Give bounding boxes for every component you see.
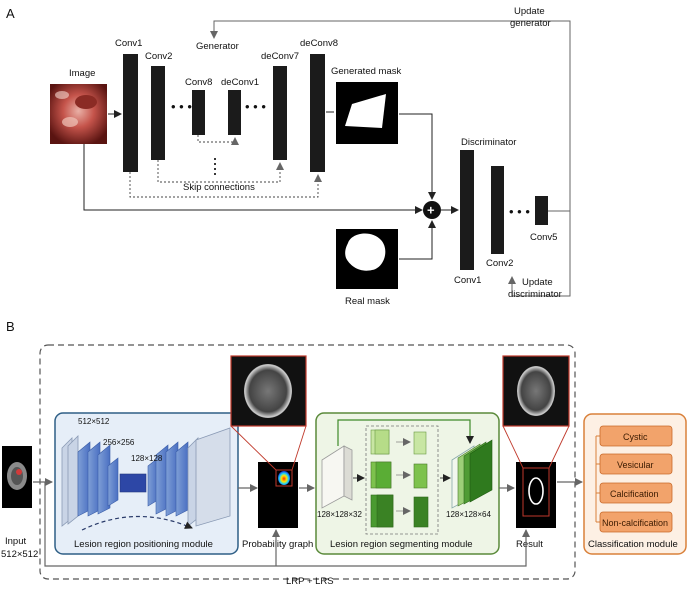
class-calcification-box (599, 482, 673, 504)
gen-conv2-label: Conv2 (145, 51, 172, 62)
panel-a-tag: A (6, 6, 15, 21)
dim-seg-out-label: 128×128×64 (446, 510, 491, 519)
dim-seg-in-label: 128×128×32 (317, 510, 362, 519)
prob-zoom-line-right (291, 425, 307, 471)
gen-ellipsis-1: • • • (171, 99, 192, 114)
update-generator-line1: Update (514, 6, 545, 17)
class-cystic-label: Cystic (623, 432, 648, 442)
disc-conv2-label: Conv2 (486, 258, 513, 269)
gen-conv1-label: Conv1 (115, 38, 142, 49)
gen-deconv8-bar (310, 54, 325, 172)
lrp-lrs-frame (39, 344, 576, 580)
segmenting-module-label: Lesion region segmenting module (330, 539, 473, 550)
gen-deconv1-label: deConv1 (221, 77, 259, 88)
result-contour (528, 477, 544, 505)
disc-conv5-label: Conv5 (530, 232, 557, 243)
dim-128-label: 128×128 (131, 454, 163, 463)
class-cystic-box (599, 425, 673, 447)
positioning-module-label: Lesion region positioning module (74, 539, 213, 550)
prob-graph-image (258, 462, 298, 528)
gen-conv8-bar (192, 90, 205, 135)
realmask-to-sum-arrow (399, 220, 436, 260)
result-label: Result (516, 539, 543, 550)
update-discriminator-arrow (508, 211, 571, 297)
positioning-network (61, 427, 231, 531)
class-noncalcification-label: Non-calcification (602, 518, 668, 528)
generated-mask-label: Generated mask (331, 66, 401, 77)
input-ct-image (2, 446, 32, 508)
image-to-sum-arrow (83, 144, 423, 214)
update-discriminator-line1: Update (522, 277, 553, 288)
result-image (516, 462, 556, 528)
disc-conv2-bar (491, 166, 504, 254)
result-zoom-ct (517, 366, 555, 416)
update-generator-line2: generator (510, 18, 551, 29)
disc-conv1-bar (460, 150, 474, 270)
prob-crop-marker (275, 469, 293, 487)
result-zoom-line-right (548, 425, 570, 469)
image-label: Image (69, 68, 95, 79)
gen-ellipsis-2: • • • (245, 99, 266, 114)
class-calcification-label: Calcification (610, 489, 659, 499)
endoscopic-image (50, 84, 107, 144)
gen-deconv8-label: deConv8 (300, 38, 338, 49)
prob-heatmap (278, 471, 290, 485)
segmenting-network (321, 419, 493, 535)
gen-conv1-bar (123, 54, 138, 172)
dim-512-label: 512×512 (78, 417, 110, 426)
probability-graph-label: Probability graph (242, 539, 313, 550)
real-mask-shape (345, 233, 386, 271)
update-generator-arrow (210, 20, 571, 212)
classification-module-label: Classification module (588, 539, 678, 550)
concat-node (423, 201, 441, 219)
gen-conv2-bar (151, 66, 165, 160)
class-vesicular-label: Vesicular (617, 460, 654, 470)
generated-mask-shape (345, 94, 386, 128)
disc-conv1-label: Conv1 (454, 275, 481, 286)
gen-deconv7-bar (273, 66, 287, 160)
discriminator-label: Discriminator (461, 137, 516, 148)
class-vesicular-box (599, 453, 673, 475)
dim-256-label: 256×256 (103, 438, 135, 447)
generator-label: Generator (196, 41, 239, 52)
segmenting-module-box (315, 412, 500, 555)
class-noncalcification-box (599, 511, 673, 533)
disc-ellipsis: • • • (509, 204, 530, 219)
skip-connections (129, 135, 322, 198)
prob-zoom-line-left (230, 425, 277, 471)
gen-conv8-label: Conv8 (185, 77, 212, 88)
result-crop-marker (522, 467, 550, 517)
input-label: Input (5, 536, 26, 547)
gen-deconv1-bar (228, 90, 241, 135)
skip-connections-label: Skip connections (183, 182, 255, 193)
panel-b-tag: B (6, 319, 15, 334)
genmask-to-sum-arrow (399, 113, 436, 200)
real-mask-label: Real mask (345, 296, 390, 307)
lrp-lrs-label: LRP + LRS (286, 576, 334, 587)
concat-symbol: + (427, 203, 435, 218)
gen-deconv7-label: deConv7 (261, 51, 299, 62)
update-discriminator-line2: discriminator (508, 289, 562, 300)
result-zoom-line-left (502, 425, 524, 469)
input-size-label: 512×512 (1, 549, 38, 560)
bypass-line (44, 482, 530, 567)
prob-zoom-ct (244, 364, 292, 418)
disc-conv5-bar (535, 196, 548, 225)
